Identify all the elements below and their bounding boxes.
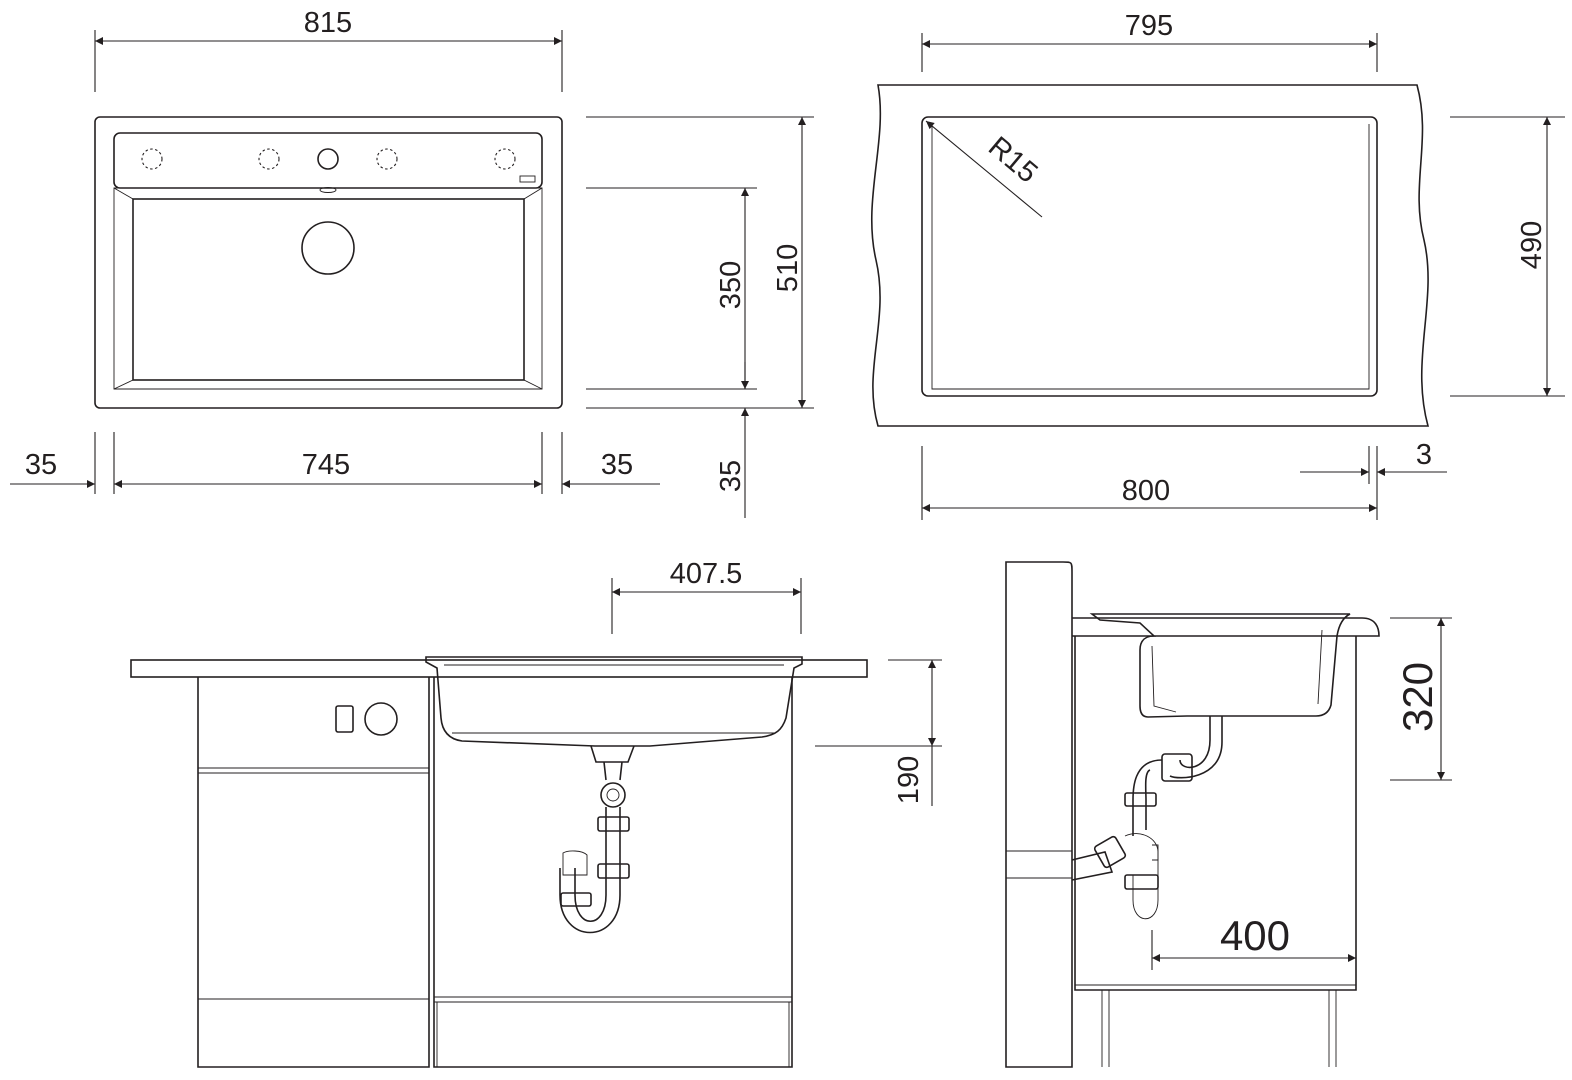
tap-hole-icon (317, 148, 339, 170)
dishwasher-cabinet (197, 677, 430, 1068)
cutout-inner-edge (931, 124, 1370, 390)
dim-cutout-width: 795 (1125, 10, 1173, 42)
dishwasher-button-icon (335, 705, 354, 733)
front-section-view: 407.5 190 (130, 558, 942, 1068)
pipe-nut-icon (1124, 792, 1157, 807)
tap-hole-dashed-icon (258, 148, 280, 170)
sink-bowl (425, 656, 803, 747)
dishwasher-knob-icon (364, 702, 398, 736)
side-drain-pipe (1169, 716, 1223, 779)
wall (1005, 561, 1073, 1068)
pipe-nut-icon (597, 816, 630, 832)
dim-center-offset: 407.5 (670, 558, 743, 590)
side-sink-bowl (1089, 613, 1351, 718)
bowl-corners (113, 187, 543, 390)
dim-side-depth: 400 (1220, 912, 1290, 959)
sink-cabinet (433, 677, 793, 1068)
side-section-view: 320 400 (1005, 561, 1452, 1068)
cutout-outline (921, 116, 1378, 397)
waste-pipe (559, 807, 621, 934)
pipe-nut-icon (1093, 835, 1127, 869)
tap-hole-dashed-icon (141, 148, 163, 170)
dim-offset: 3 (1416, 439, 1432, 471)
dim-cutout-depth: 490 (1516, 221, 1548, 269)
side-trap-outlet (1071, 851, 1114, 881)
dim-corner-radius: R15 (982, 131, 1043, 190)
side-cabinet (1074, 636, 1357, 991)
drain-nut-icon (600, 782, 626, 808)
dim-cabinet-width: 800 (1122, 475, 1170, 507)
dim-side-height: 320 (1394, 662, 1441, 732)
side-countertop (1072, 617, 1380, 637)
pipe-nut-icon (1161, 753, 1193, 782)
dim-left-rim: 35 (25, 449, 57, 481)
dim-top-width: 815 (304, 7, 352, 39)
dim-bowl-depth: 350 (715, 261, 747, 309)
tap-hole-dashed-icon (494, 148, 516, 170)
dim-bowl-height: 190 (893, 756, 925, 804)
pipe-nut-icon (560, 892, 592, 907)
drain-pipe (590, 745, 635, 781)
dim-front-rim: 35 (715, 460, 747, 492)
pipe-nut-icon (1124, 874, 1159, 890)
side-waste-pipe (1132, 759, 1163, 836)
overflow-button-icon (519, 175, 536, 183)
worktop-outline (870, 84, 1430, 427)
top-view: 815 510 350 35 745 35 35 (10, 7, 814, 518)
tap-hole-dashed-icon (376, 148, 398, 170)
dim-inner-width: 745 (302, 449, 350, 481)
pipe-nut-icon (597, 863, 630, 879)
dim-right-rim: 35 (601, 449, 633, 481)
overflow-icon (319, 187, 337, 193)
cutout-view: R15 795 490 800 3 (870, 10, 1565, 520)
bowl-bevel (113, 187, 543, 390)
dim-depth-total: 510 (772, 244, 804, 292)
radius-leader (925, 120, 1043, 218)
bowl-outline (132, 198, 525, 381)
tap-ledge (113, 132, 543, 189)
drain-icon (301, 221, 355, 275)
countertop (130, 659, 868, 678)
sink-outline (94, 116, 563, 409)
